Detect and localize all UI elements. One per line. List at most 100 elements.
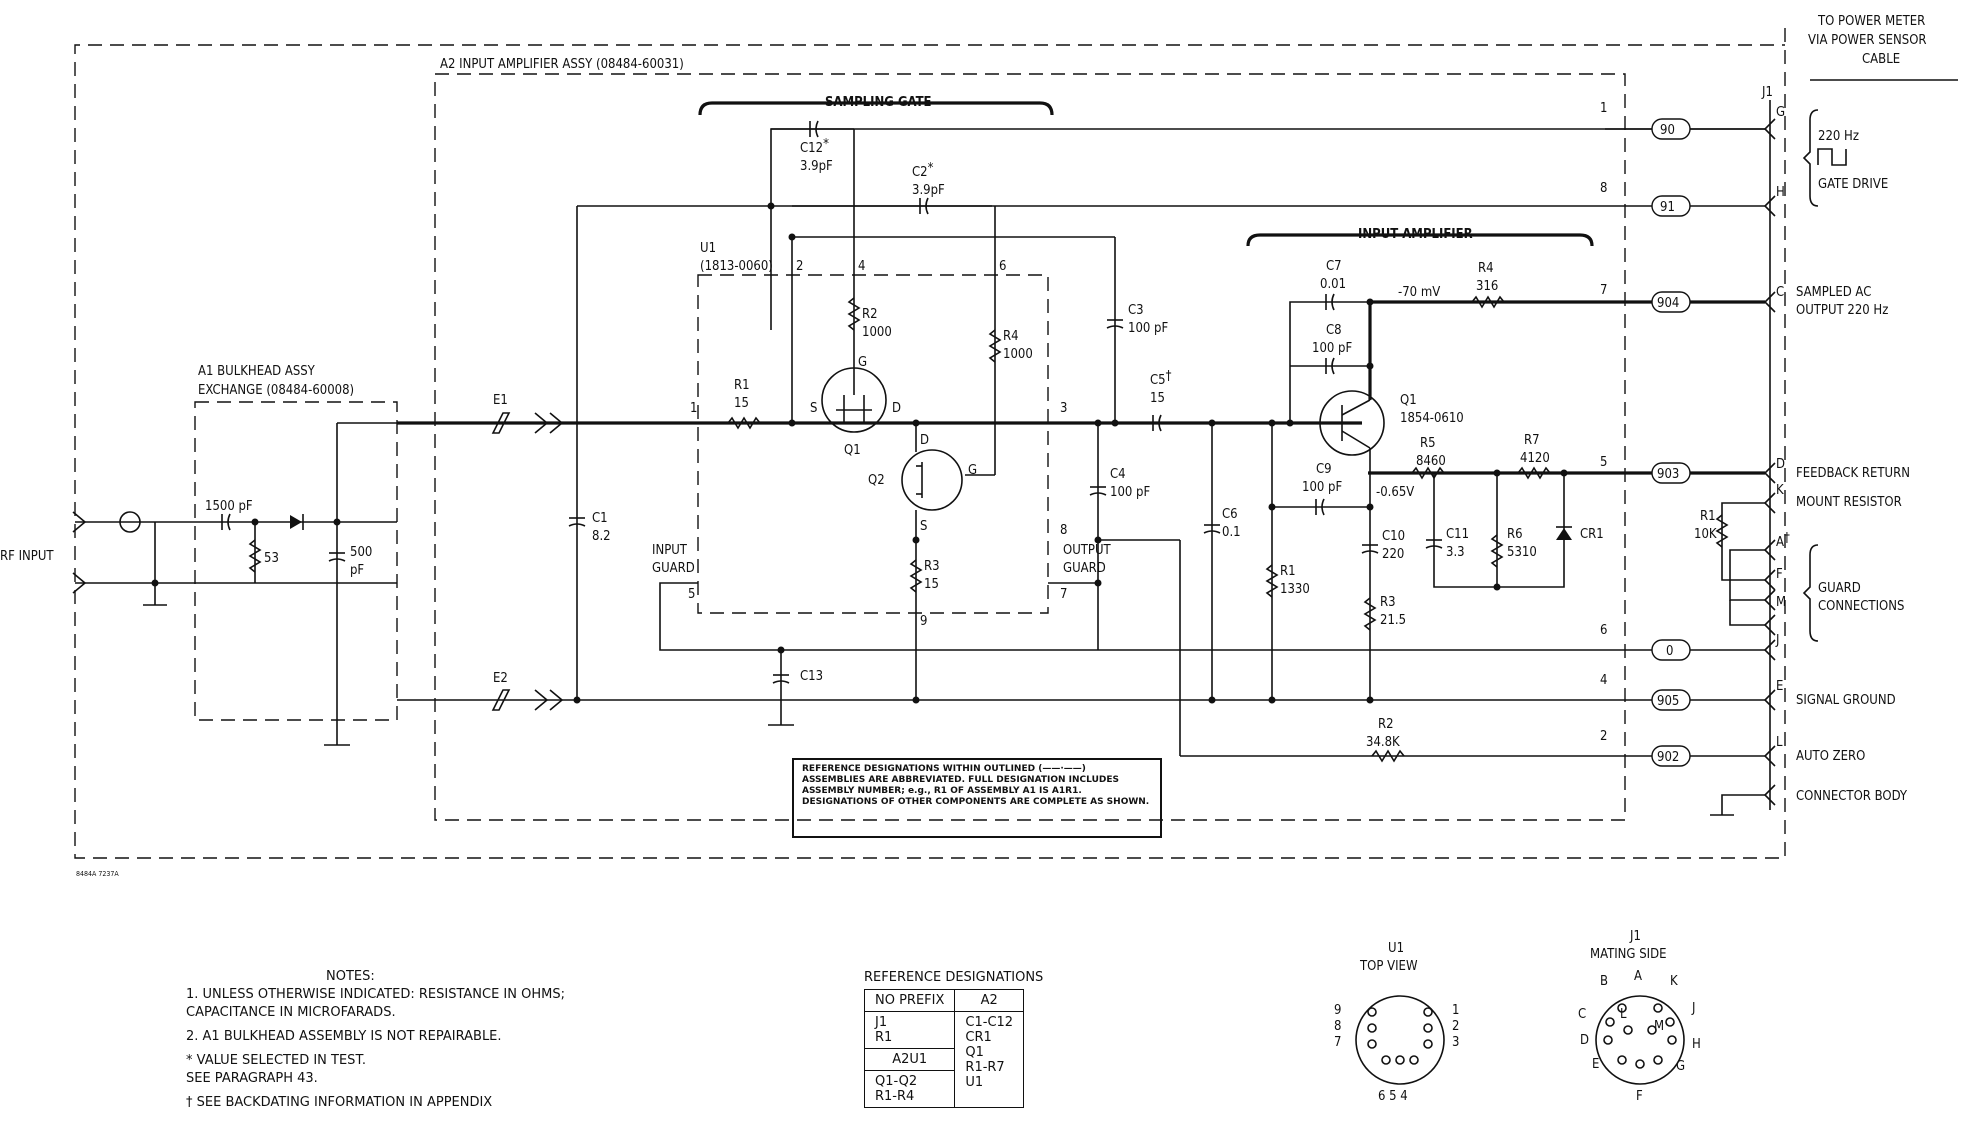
j1-m: M — [1776, 595, 1786, 610]
square-wave-icon — [1817, 148, 1847, 166]
fet-q1-drain: D — [892, 401, 901, 416]
r3b-value: 21.5 — [1380, 613, 1406, 628]
capacitor-c12 — [809, 120, 819, 138]
j1-view-F: F — [1636, 1089, 1643, 1104]
wire-marker — [1651, 195, 1691, 217]
sampling-gate-bracket — [698, 101, 1054, 116]
ref-table-title: REFERENCE DESIGNATIONS — [864, 970, 1044, 985]
pin-number: 6 — [1600, 623, 1607, 638]
fet-q2-gate: G — [968, 463, 977, 478]
capacitor-c7 — [1325, 293, 1335, 311]
r2b-label: R2 — [1378, 717, 1394, 732]
c2-value: 3.9pF — [912, 183, 945, 198]
pin-row-4: 4 905 E — [1600, 673, 1783, 711]
c9-label: C9 — [1316, 462, 1332, 477]
c12-value: 3.9pF — [800, 159, 833, 174]
u1-pin-3: 3 — [1060, 401, 1067, 416]
a1-title-1: A1 BULKHEAD ASSY — [198, 364, 316, 379]
junction-dots — [151, 202, 1568, 704]
pin-row-5: 5 903 D — [1600, 455, 1785, 484]
r6-value: 5310 — [1507, 545, 1537, 560]
fet-q1-gate: G — [858, 355, 867, 370]
guard-k-wire — [1729, 549, 1765, 601]
j1-view-B: B — [1600, 974, 1608, 989]
e2-label: E2 — [493, 671, 508, 686]
guard-brace — [1802, 544, 1819, 642]
c1-label: C1 — [592, 511, 608, 526]
r5-value: 8460 — [1416, 454, 1446, 469]
ref-table: NO PREFIX A2 J1 R1 C1-C12 CR1 Q1 R1-R7 U… — [863, 989, 1025, 1108]
resistor-r6 — [1490, 534, 1504, 568]
resistor-r4-a — [988, 329, 1002, 363]
j1-contacts — [1763, 118, 1776, 806]
c2-label: C2* — [912, 161, 934, 180]
capacitor-c6 — [1203, 524, 1221, 534]
a2-title: A2 INPUT AMPLIFIER ASSY (08484-60031) — [440, 57, 684, 72]
a1-assembly-boundary — [194, 401, 398, 721]
j1-view-M: M — [1654, 1019, 1664, 1034]
wire-number: 0 — [1666, 644, 1673, 659]
rf-input-connector — [72, 511, 141, 594]
c5-label: C5† — [1150, 369, 1172, 388]
u1-view-title-2: TOP VIEW — [1359, 959, 1418, 974]
r4b-value: 316 — [1476, 279, 1498, 294]
input-amplifier-bracket — [1246, 233, 1594, 247]
header-line-2: VIA POWER SENSOR — [1808, 33, 1927, 48]
c1-value: 8.2 — [592, 529, 611, 544]
note-2: 2. A1 BULKHEAD ASSEMBLY IS NOT REPAIRABL… — [186, 1029, 502, 1044]
c9-value: 100 pF — [1302, 480, 1342, 495]
wire-marker — [1651, 291, 1691, 313]
fet-q1 — [821, 367, 887, 433]
c3-value: 100 pF — [1128, 321, 1168, 336]
ref-header-no-prefix: NO PREFIX — [863, 989, 956, 1012]
c500-unit: pF — [350, 563, 364, 578]
mount-resistor-wire — [1721, 502, 1765, 581]
output-guard-label-2: GUARD — [1063, 561, 1106, 576]
capacitor-c11 — [1425, 539, 1443, 549]
u1-pin-4: 4 — [858, 259, 865, 274]
wire-marker — [1651, 745, 1691, 767]
u1-boundary — [697, 274, 1049, 614]
wire-marker — [1651, 462, 1691, 484]
output-guard-label-1: OUTPUT — [1063, 543, 1112, 558]
c7-value: 0.01 — [1320, 277, 1346, 292]
guard-connections-label-2: CONNECTIONS — [1818, 599, 1904, 614]
ref-cell-a2u1: Q1-Q2 R1-R4 — [863, 1070, 956, 1108]
a2-assembly-boundary — [434, 73, 1626, 821]
rf-input-label: RF INPUT — [0, 549, 54, 564]
j1-letter: E — [1776, 679, 1783, 694]
c6-value: 0.1 — [1222, 525, 1241, 540]
j1-letter: L — [1776, 735, 1783, 750]
sampling-gate-label: SAMPLING GATE — [825, 95, 932, 110]
r1a-label: R1 — [734, 378, 750, 393]
capacitor-c4 — [1089, 486, 1107, 496]
pin-number: 5 — [1600, 455, 1607, 470]
c6-label: C6 — [1222, 507, 1238, 522]
mount-r1-label: R1 — [1700, 509, 1716, 524]
pin-number: 1 — [1600, 101, 1607, 116]
r3a-label: R3 — [924, 559, 940, 574]
gate-line-1 — [770, 128, 1765, 330]
u1-top-view-icon — [1355, 995, 1445, 1085]
diode-cr1 — [1556, 526, 1572, 540]
wire-number: 904 — [1657, 296, 1679, 311]
u1-pin-1: 1 — [690, 401, 697, 416]
auto-zero-label: AUTO ZERO — [1796, 749, 1865, 764]
resistor-r3-a — [909, 559, 923, 593]
u1-pin-9: 9 — [920, 614, 927, 629]
c13-label: C13 — [800, 669, 823, 684]
j1-view-C: C — [1578, 1007, 1586, 1022]
guard-m-wire — [1729, 600, 1765, 626]
pin-number: 4 — [1600, 673, 1607, 688]
r4b-label: R4 — [1478, 261, 1494, 276]
pin-row-1: 1 90 G — [1600, 101, 1785, 140]
note-1: 1. UNLESS OTHERWISE INDICATED: RESISTANC… — [186, 987, 565, 1020]
resistor-r1-b — [1265, 564, 1279, 598]
resistor-r7 — [1517, 466, 1551, 480]
wire-number: 905 — [1657, 694, 1679, 709]
u1-view-pin-3: 3 — [1452, 1035, 1459, 1050]
cr1-label: CR1 — [1580, 527, 1604, 542]
capacitor-c1500 — [221, 513, 231, 531]
j1-view-A: A — [1634, 969, 1642, 984]
